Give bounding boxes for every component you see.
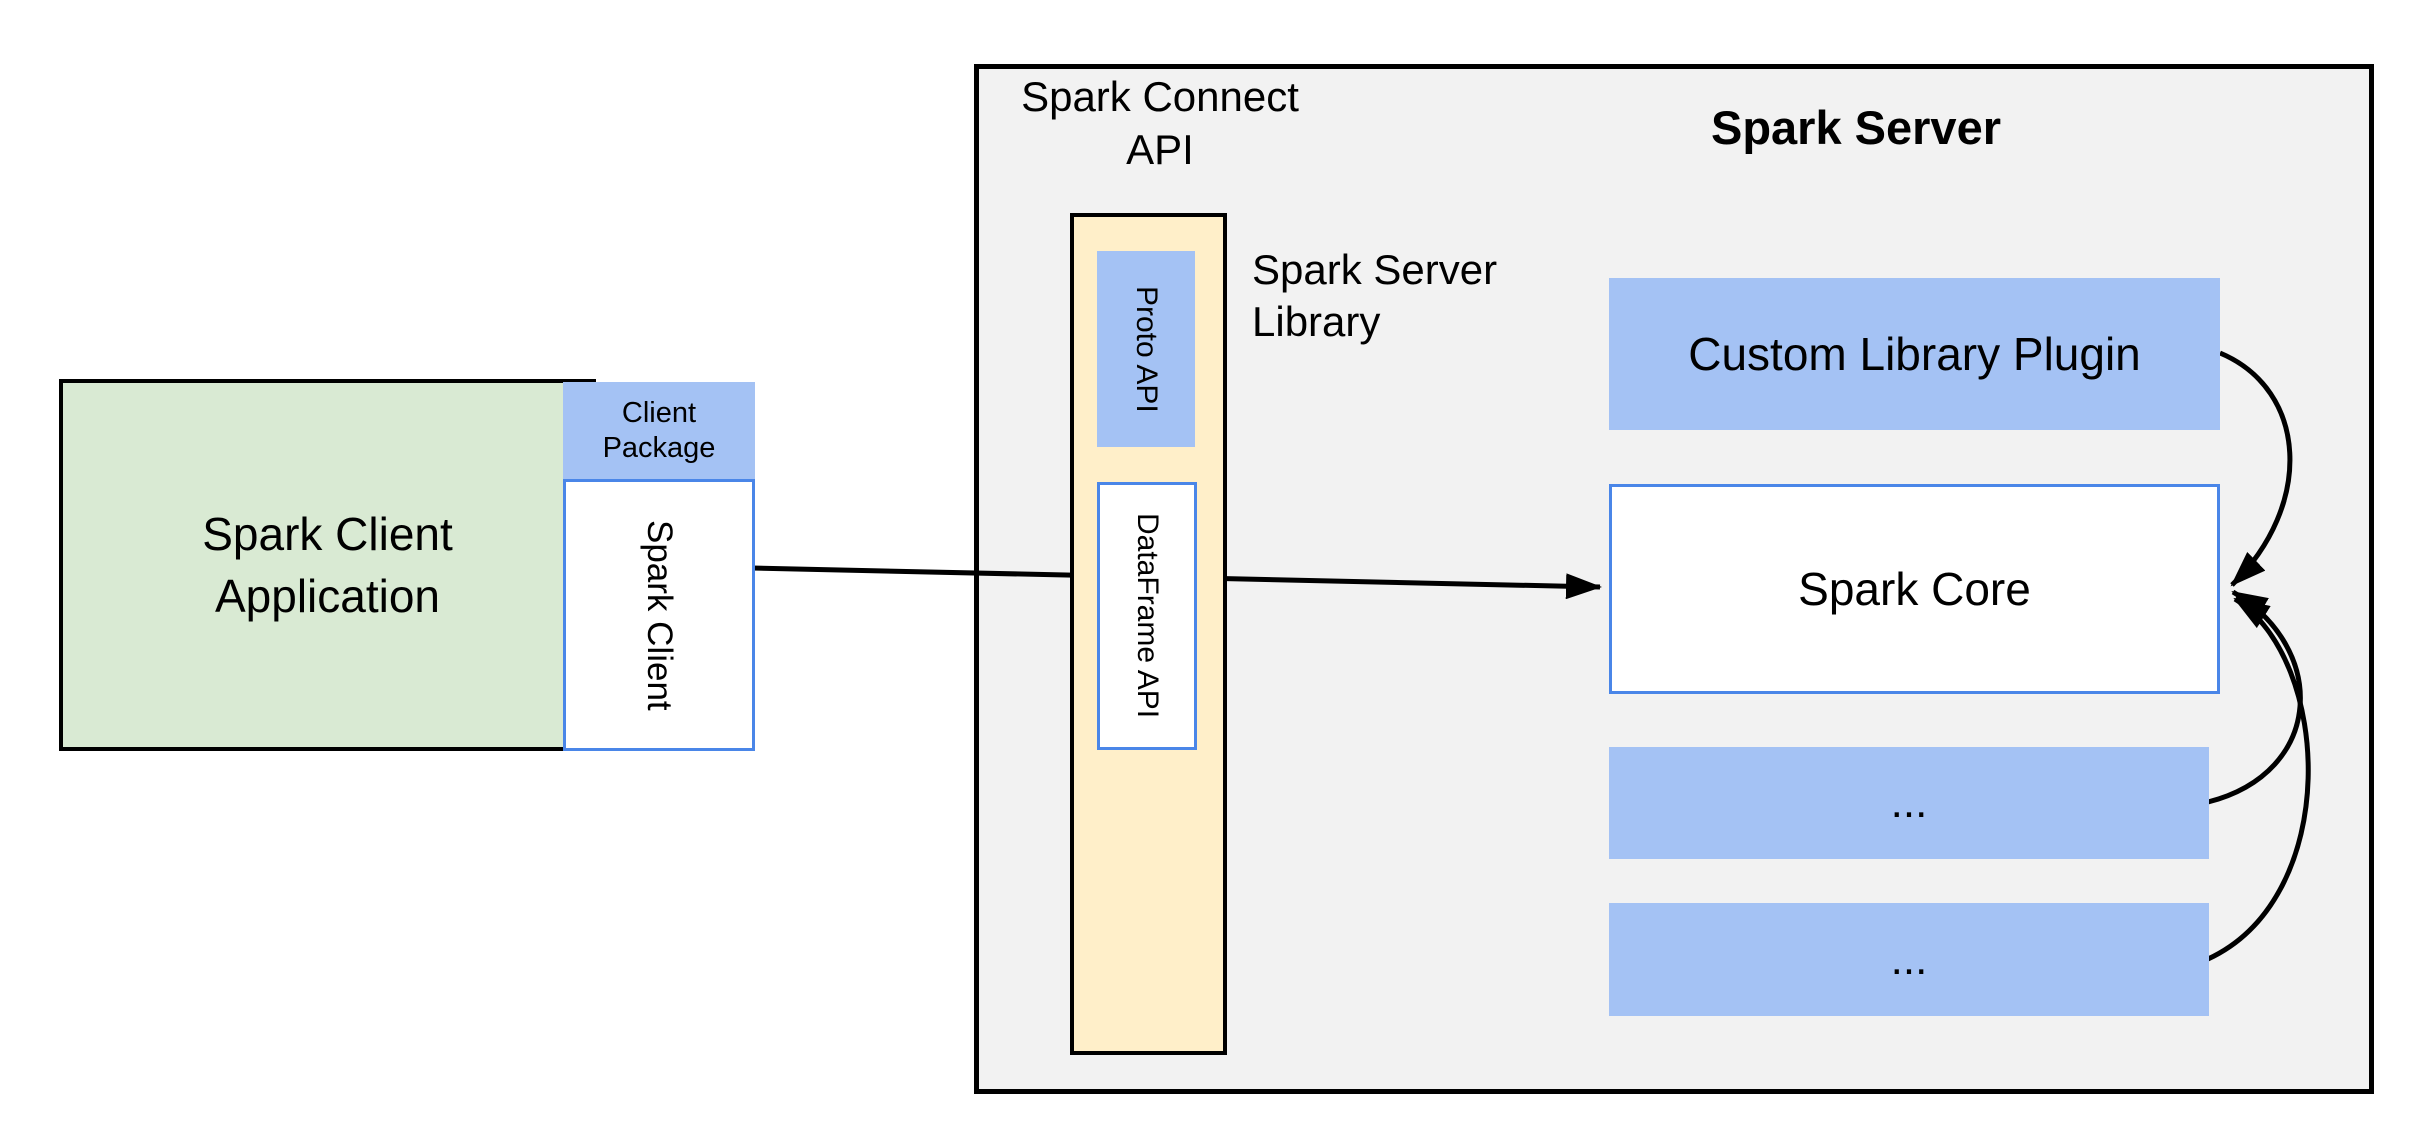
spark-core-box: Spark Core: [1609, 484, 2220, 694]
dataframe-api-box: DataFrame API: [1097, 482, 1197, 750]
client-package-box: Client Package: [563, 382, 755, 479]
proto-api-box: Proto API: [1097, 251, 1195, 447]
spark-connect-api-label: Spark Connect API: [1021, 73, 1299, 173]
other-module-box-2: ...: [1609, 903, 2209, 1016]
custom-library-plugin-box: Custom Library Plugin: [1609, 278, 2220, 430]
spark-core-label: Spark Core: [1798, 563, 2031, 615]
dataframe-api-label: DataFrame API: [1131, 513, 1164, 719]
spark-server-title: Spark Server: [1710, 101, 2002, 154]
spark-client-application-label: Spark Client Application: [202, 508, 453, 622]
spark-client-label: Spark Client: [640, 519, 679, 711]
other-module-label-1: ...: [1890, 778, 1928, 827]
custom-library-plugin-label: Custom Library Plugin: [1688, 328, 2141, 380]
spark-server-library-label: Spark Server Library: [1252, 246, 1498, 345]
spark-client-application-box: Spark Client Application: [59, 379, 596, 751]
spark-client-box: Spark Client: [563, 479, 755, 751]
proto-api-label: Proto API: [1130, 285, 1163, 413]
other-module-label-2: ...: [1890, 934, 1928, 984]
client-package-label: Client Package: [602, 396, 716, 464]
other-module-box-1: ...: [1609, 747, 2209, 859]
